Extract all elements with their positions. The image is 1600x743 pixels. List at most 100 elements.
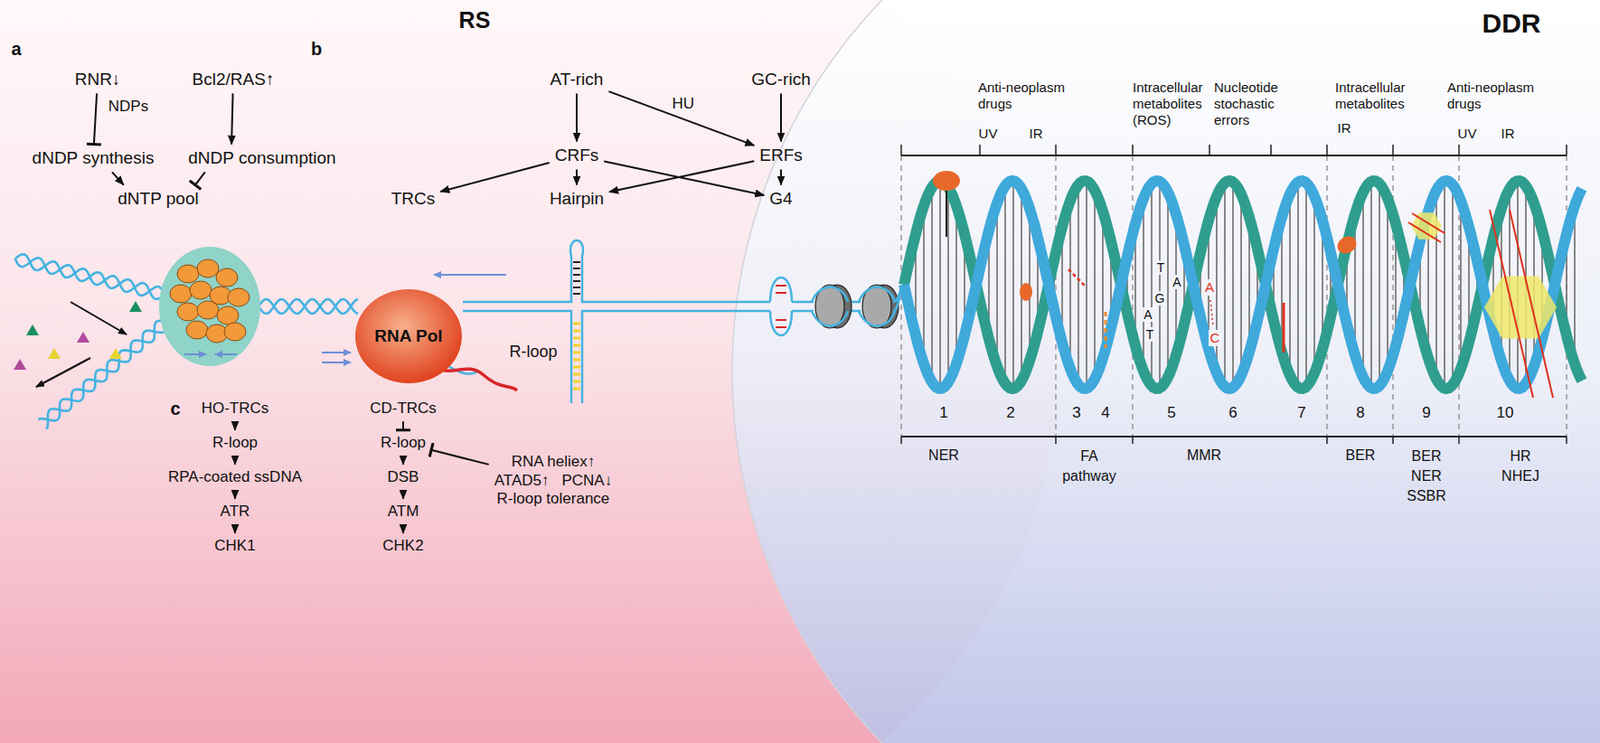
node-text: TRCs: [391, 188, 436, 210]
replisome-protein: [189, 281, 212, 300]
base-pair: [1004, 191, 1007, 379]
callout-number: 6: [1228, 404, 1237, 423]
dntp-triangle: [129, 301, 142, 312]
frame-tick: [1270, 144, 1272, 156]
dna-strand: [46, 321, 167, 430]
inhibition-connector: [195, 171, 206, 185]
text-node: TRCs: [387, 187, 440, 212]
base-pair: [573, 292, 581, 295]
arrow-connector: [402, 455, 405, 465]
node-text: dNTP pool: [117, 188, 198, 210]
label-text: Anti-neoplasm drugs: [1447, 79, 1543, 113]
collision-arrow: [321, 351, 351, 354]
base-pair: [1573, 211, 1576, 359]
text-node: AT-rich: [546, 67, 608, 93]
helix-strand: [903, 180, 1582, 389]
base-pair: [1167, 197, 1169, 373]
label-text: IR: [1501, 125, 1516, 142]
base-pair: [573, 373, 581, 377]
strand-break: [1408, 222, 1441, 243]
callout-number: 10: [1496, 404, 1515, 423]
base-pair: [955, 211, 958, 359]
base-pair: [573, 380, 581, 384]
g-quartet: [775, 284, 787, 287]
g-quartet: [775, 291, 787, 294]
rna-pol-ellipse: RNA Pol: [354, 288, 463, 385]
node-text: CHK1: [214, 536, 255, 556]
base-pair: [573, 358, 581, 362]
base-pair: [1459, 206, 1462, 364]
crosslink: [1104, 311, 1108, 349]
replisome-protein: [216, 306, 239, 325]
frame-tick: [1458, 144, 1460, 156]
collision-arrow: [321, 361, 351, 364]
base-pair: [573, 366, 581, 369]
label-text: DDR: [1482, 7, 1542, 40]
base-pair: [1362, 197, 1365, 373]
text-node: R-loop: [376, 432, 430, 454]
dna-strand: [588, 301, 771, 304]
frame-tick: [978, 144, 981, 156]
base-pair: [947, 192, 950, 377]
lesion: [1019, 282, 1033, 302]
frame-line: [901, 154, 1567, 157]
arrow-connector: [234, 524, 236, 534]
base-pair: [1443, 186, 1446, 383]
text-row: RPA-coated ssDNA: [168, 468, 302, 487]
text-row: R-loop: [380, 433, 426, 452]
divider: [1131, 155, 1133, 437]
node-text: ATR: [220, 502, 251, 521]
label-text: Anti-neoplasm drugs: [978, 79, 1073, 113]
frame-tick: [1458, 436, 1460, 444]
base-pair: [1020, 194, 1023, 376]
dna-wrap: [811, 310, 848, 327]
text-row: ERFs: [759, 145, 803, 167]
base-pair: [1150, 188, 1153, 381]
node-text: ATM: [387, 502, 420, 521]
node-text: RNA heliex↑: [511, 452, 596, 471]
arrow-connector: [402, 489, 405, 499]
dntp-triangle: [47, 348, 61, 359]
base-pair: [1451, 189, 1454, 379]
text-row: AT-rich: [550, 69, 604, 91]
node-text: GC-rich: [751, 69, 810, 91]
replisome-protein: [227, 288, 250, 307]
callout-number: 4: [1101, 404, 1110, 423]
base-pair: [573, 261, 581, 264]
base-pair: [1386, 203, 1389, 366]
arrow-connector: [780, 93, 782, 142]
base-pair: [573, 280, 581, 283]
base-pair: [573, 286, 581, 289]
text-row: CD-TRCs: [369, 399, 437, 418]
base-pair: [573, 337, 581, 340]
ddr-region: [732, 0, 1600, 743]
replisome-protein: [224, 322, 246, 341]
text-node: HO-TRCs: [197, 397, 273, 420]
g-quadruplex: [770, 310, 792, 336]
node-text: AT-rich: [550, 69, 604, 91]
dna-strand: [258, 299, 358, 314]
label-text: IR: [1029, 125, 1044, 142]
frame-tick: [900, 436, 903, 444]
dna-wrap: [811, 286, 848, 302]
arrow-connector: [234, 421, 236, 431]
frame-tick: [1131, 144, 1134, 156]
callout-number: 9: [1421, 404, 1431, 423]
text-node: CD-TRCs: [366, 397, 441, 420]
frame-tick: [1326, 144, 1328, 156]
label-text: C: [1208, 329, 1223, 347]
text-node: CHK2: [378, 535, 427, 557]
base-pair: [1069, 206, 1072, 364]
arrow-connector: [608, 91, 754, 146]
text-node: RNR↓: [71, 67, 125, 93]
dntp-triangle: [76, 331, 90, 343]
text-row: dNDP synthesis: [32, 148, 155, 170]
label-text: R-loop: [509, 342, 558, 363]
double-strand-break: [1489, 209, 1534, 398]
label-text: RS: [459, 6, 491, 34]
arrow-connector: [575, 93, 578, 142]
text-row: R-loop: [212, 433, 258, 452]
collision-arrow: [215, 353, 237, 356]
